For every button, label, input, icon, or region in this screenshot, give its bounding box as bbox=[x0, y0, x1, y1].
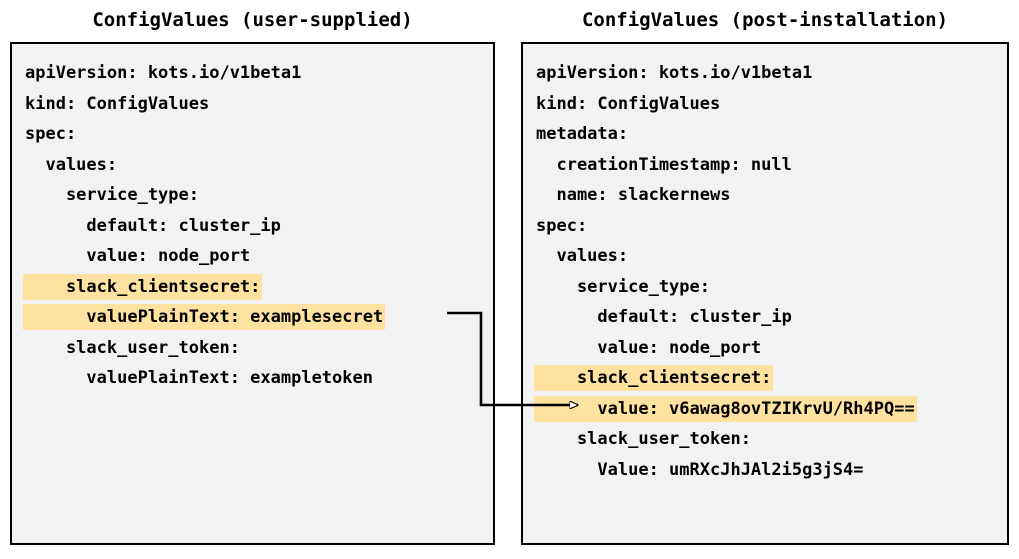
yaml-post-installation-line: name: slackernews bbox=[523, 180, 1007, 211]
yaml-lines-post-installation: apiVersion: kots.io/v1beta1 kind: ConfigV… bbox=[523, 44, 1007, 543]
config-values-box-post-installation: apiVersion: kots.io/v1beta1 kind: ConfigV… bbox=[521, 42, 1009, 545]
yaml-post-installation-line-text: apiVersion: kots.io/v1beta1 bbox=[536, 63, 813, 83]
yaml-user-supplied-line: apiVersion: kots.io/v1beta1 bbox=[12, 58, 493, 89]
yaml-user-supplied-line: service_type: bbox=[12, 180, 493, 211]
yaml-user-supplied-line-text: service_type: bbox=[25, 185, 199, 205]
yaml-post-installation-line-text: spec: bbox=[536, 215, 588, 236]
yaml-post-installation-line-text: slack_user_token: bbox=[536, 429, 751, 449]
yaml-post-installation-line: value: v6awag8ovTZIKrvU/Rh4PQ== bbox=[523, 394, 1007, 425]
yaml-post-installation-line: spec: bbox=[523, 211, 1007, 242]
yaml-user-supplied-line: default: cluster_ip bbox=[12, 211, 493, 242]
yaml-post-installation-line: metadata: bbox=[523, 119, 1007, 150]
yaml-user-supplied-line: values: bbox=[12, 150, 493, 181]
yaml-post-installation-line-text: slack_clientsecret: bbox=[534, 365, 774, 391]
yaml-post-installation-line-text: Value: umRXcJhJAl2i5g3jS4= bbox=[536, 459, 864, 480]
yaml-user-supplied-line-text: values: bbox=[25, 154, 118, 175]
yaml-post-installation-line-text: values: bbox=[536, 246, 629, 266]
yaml-post-installation-line: service_type: bbox=[523, 272, 1007, 303]
yaml-user-supplied-line-text: value: node_port bbox=[25, 246, 251, 266]
yaml-user-supplied-line-text: slack_user_token: bbox=[25, 337, 240, 358]
yaml-post-installation-line: Value: umRXcJhJAl2i5g3jS4= bbox=[523, 455, 1007, 486]
yaml-post-installation-line: slack_clientsecret: bbox=[523, 363, 1007, 394]
yaml-user-supplied-line: value: node_port bbox=[12, 241, 493, 272]
yaml-post-installation-line: values: bbox=[523, 241, 1007, 272]
panel-title-post-installation: ConfigValues (post-installation) bbox=[581, 9, 949, 31]
yaml-user-supplied-line-text: default: cluster_ip bbox=[25, 215, 281, 236]
yaml-user-supplied-line: valuePlainText: examplesecret bbox=[12, 302, 493, 333]
yaml-user-supplied-line: slack_clientsecret: bbox=[12, 272, 493, 303]
yaml-post-installation-line: creationTimestamp: null bbox=[523, 150, 1007, 181]
config-values-box-user-supplied: apiVersion: kots.io/v1beta1 kind: ConfigV… bbox=[10, 42, 495, 545]
yaml-post-installation-line-text: kind: ConfigValues bbox=[536, 93, 721, 114]
yaml-user-supplied-line-text: valuePlainText: exampletoken bbox=[25, 368, 373, 388]
yaml-post-installation-line: kind: ConfigValues bbox=[523, 89, 1007, 120]
yaml-user-supplied-line: slack_user_token: bbox=[12, 333, 493, 364]
yaml-post-installation-line-text: name: slackernews bbox=[536, 185, 731, 205]
yaml-user-supplied-line: valuePlainText: exampletoken bbox=[12, 363, 493, 394]
yaml-post-installation-line: default: cluster_ip bbox=[523, 302, 1007, 333]
yaml-post-installation-line-text: value: node_port bbox=[536, 337, 762, 358]
yaml-user-supplied-line-text: slack_clientsecret: bbox=[23, 273, 263, 300]
yaml-user-supplied-line-text: kind: ConfigValues bbox=[25, 93, 210, 114]
yaml-post-installation-line: slack_user_token: bbox=[523, 424, 1007, 455]
yaml-post-installation-line-text: metadata: bbox=[536, 124, 629, 144]
yaml-post-installation-line: apiVersion: kots.io/v1beta1 bbox=[523, 58, 1007, 89]
yaml-post-installation-line-text: service_type: bbox=[536, 276, 710, 297]
yaml-user-supplied-line-text: valuePlainText: examplesecret bbox=[23, 304, 386, 330]
yaml-user-supplied-line: spec: bbox=[12, 119, 493, 150]
yaml-post-installation-line-text: value: v6awag8ovTZIKrvU/Rh4PQ== bbox=[534, 395, 917, 422]
yaml-user-supplied-line-text: apiVersion: kots.io/v1beta1 bbox=[25, 63, 302, 83]
yaml-user-supplied-line: kind: ConfigValues bbox=[12, 89, 493, 120]
yaml-post-installation-line-text: creationTimestamp: null bbox=[536, 154, 792, 175]
yaml-user-supplied-line-text: spec: bbox=[25, 124, 77, 144]
yaml-post-installation-line-text: default: cluster_ip bbox=[536, 307, 792, 327]
panel-title-user-supplied: ConfigValues (user-supplied) bbox=[92, 9, 413, 31]
yaml-post-installation-line: value: node_port bbox=[523, 333, 1007, 364]
yaml-lines-user-supplied: apiVersion: kots.io/v1beta1 kind: ConfigV… bbox=[12, 44, 493, 543]
